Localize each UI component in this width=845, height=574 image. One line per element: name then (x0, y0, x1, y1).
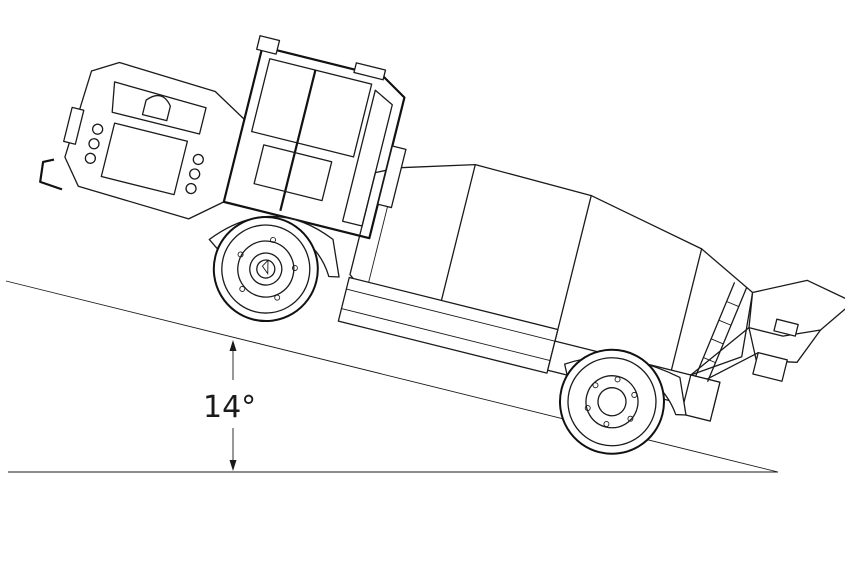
mixer-truck (39, 35, 845, 455)
headlight-cluster-left (84, 123, 104, 164)
rear-ladder (694, 282, 748, 382)
reference-lines (5, 280, 779, 473)
angle-dimension: 14° (203, 340, 256, 471)
headlight-cluster-right (185, 153, 204, 195)
arrowhead-up (229, 340, 237, 351)
engine-body (39, 61, 246, 220)
arrowhead-down (229, 460, 237, 471)
slope-line (5, 280, 779, 473)
front-wheel (212, 216, 319, 323)
rear-wheel (558, 348, 665, 455)
operator-cab (222, 35, 407, 240)
angle-label: 14° (203, 390, 256, 425)
